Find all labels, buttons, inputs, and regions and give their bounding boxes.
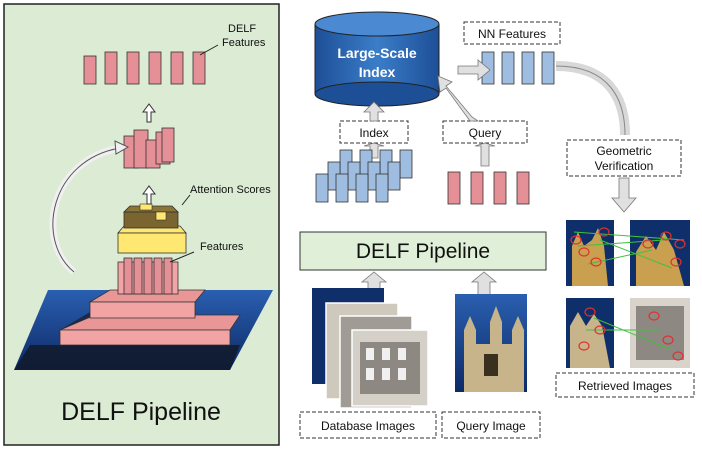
index-cylinder-line1: Large-Scale: [337, 45, 417, 61]
delf-pipeline-box: [299, 231, 547, 271]
delf-features-label-line2: Features: [222, 37, 266, 49]
query-label: Query: [469, 126, 502, 140]
retrieved-images-box: [555, 372, 695, 398]
up-arrow-icon: [142, 103, 156, 123]
right-arrow-icon: [457, 59, 491, 81]
geometric-verification-line2: Verification: [595, 159, 654, 173]
curved-arrow-icon: [114, 140, 130, 155]
database-images-label: Database Images: [321, 419, 415, 433]
features-label: Features: [200, 241, 244, 253]
attention-scores-label: Attention Scores: [190, 184, 271, 196]
left-panel: Features Attention Scores: [3, 3, 280, 446]
database-images: [312, 288, 429, 409]
nn-features-label: NN Features: [478, 27, 546, 41]
match-lines: [573, 231, 685, 351]
feature-maps: [117, 257, 179, 295]
up-arrow-icon: [363, 101, 385, 122]
keypoint-circles: [570, 227, 686, 361]
diagonal-arrow-icon: [437, 75, 480, 122]
retrieved-images: [566, 220, 690, 368]
query-image-box: [441, 411, 541, 439]
query-image-label: Query Image: [456, 419, 526, 433]
query-features: [447, 171, 530, 205]
query-image: [455, 294, 527, 392]
delf-features-label-line1: DELF: [228, 23, 256, 35]
delf-features: [83, 51, 206, 85]
up-arrow-icon: [474, 142, 496, 167]
down-arrow-icon: [611, 177, 637, 213]
pyramid: [59, 257, 241, 346]
large-scale-index-cylinder: Large-Scale Index: [314, 11, 440, 107]
left-panel-title: DELF Pipeline: [61, 398, 221, 426]
delf-pipeline-box-label: DELF Pipeline: [356, 240, 490, 263]
retrieved-images-label: Retrieved Images: [578, 379, 672, 393]
up-arrow-icon: [142, 185, 156, 205]
nn-features-box: [463, 21, 561, 45]
up-arrow-icon: [470, 271, 498, 297]
database-features: [315, 149, 413, 203]
right-panel: Large-Scale Index NN Features Geometric …: [299, 11, 695, 439]
index-cylinder-line2: Index: [359, 64, 396, 80]
index-label: Index: [359, 126, 388, 140]
selected-features: [123, 127, 175, 169]
geometric-verification-line1: Geometric: [596, 144, 651, 158]
nn-feature-vectors: [481, 51, 555, 85]
geometric-verification-box: [566, 139, 682, 177]
up-arrow-icon: [363, 142, 385, 159]
attention-block: [117, 203, 187, 254]
database-images-box: [299, 411, 437, 439]
